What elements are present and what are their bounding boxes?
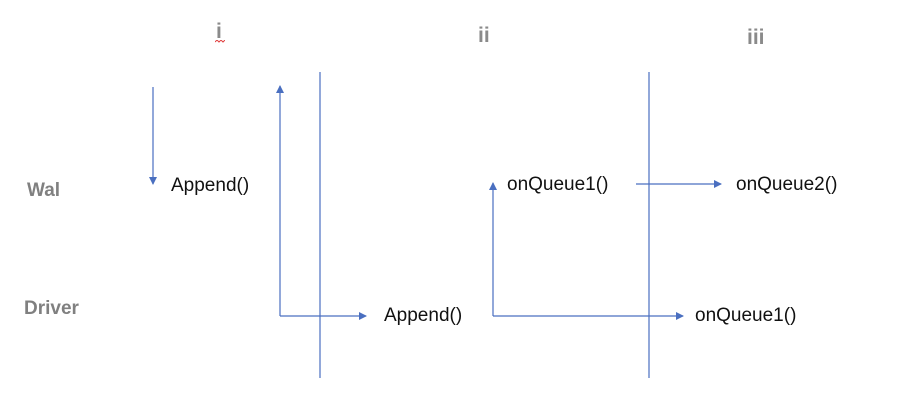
row-label-driver: Driver: [24, 298, 79, 319]
driver-onqueue1-label: onQueue1(): [695, 305, 797, 326]
wal-onqueue2-label: onQueue2(): [736, 174, 838, 195]
row-label-wal: Wal: [27, 180, 61, 201]
column-header-i: i: [216, 20, 222, 43]
wal-onqueue1-label: onQueue1(): [507, 174, 609, 195]
wal-append-label: Append(): [171, 175, 250, 196]
spellcheck-underline: [215, 40, 225, 43]
driver-append-label: Append(): [384, 305, 463, 326]
column-header-iii: iii: [747, 26, 765, 49]
column-header-ii: ii: [478, 24, 490, 47]
